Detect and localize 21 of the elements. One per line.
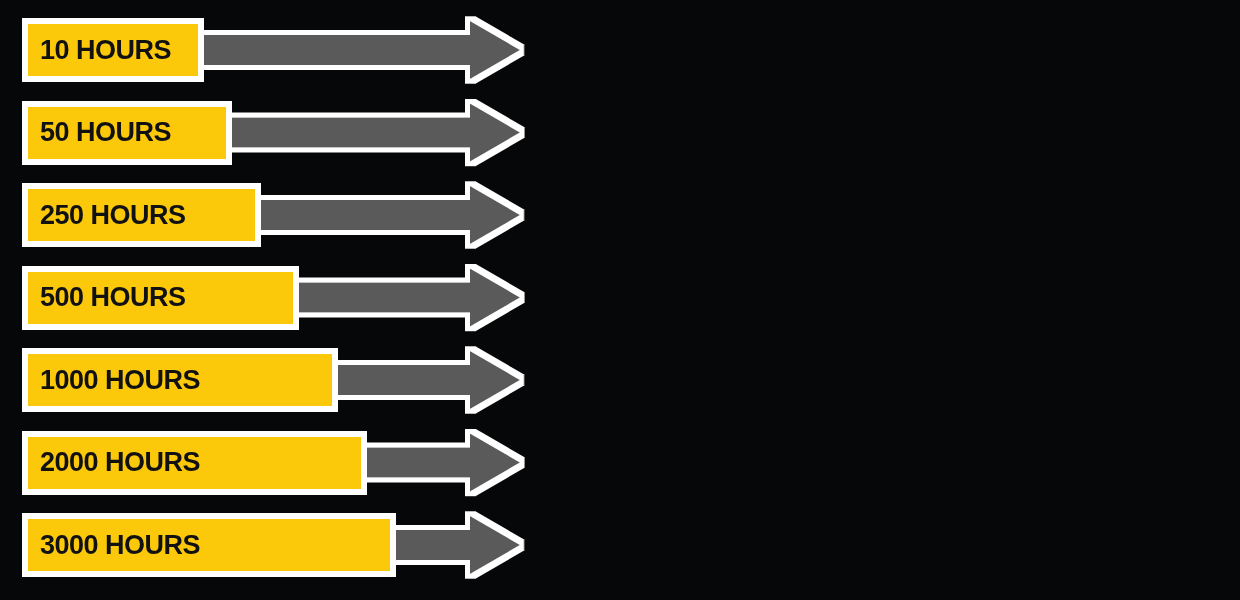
- hours-label: 50 HOURS: [40, 117, 172, 148]
- hours-label: 250 HOURS: [40, 199, 186, 231]
- hours-label: 500 HOURS: [40, 282, 186, 313]
- arrow: [338, 351, 520, 409]
- label-box: [22, 513, 396, 577]
- label-box: [22, 430, 367, 495]
- arrow: [367, 433, 520, 492]
- label-box: [22, 183, 261, 247]
- label-box: [22, 265, 299, 330]
- arrow: [204, 21, 520, 79]
- arrow: [396, 516, 520, 574]
- label-box: [22, 100, 232, 165]
- hours-label: 10 HOURS: [40, 34, 172, 66]
- hours-label: 1000 HOURS: [40, 364, 201, 396]
- hours-label: 3000 HOURS: [40, 529, 201, 561]
- hours-label: 2000 HOURS: [40, 447, 201, 478]
- label-box: [22, 348, 338, 412]
- label-box: [22, 18, 204, 82]
- arrow: [299, 268, 520, 327]
- arrow: [261, 186, 520, 244]
- arrow: [232, 103, 520, 162]
